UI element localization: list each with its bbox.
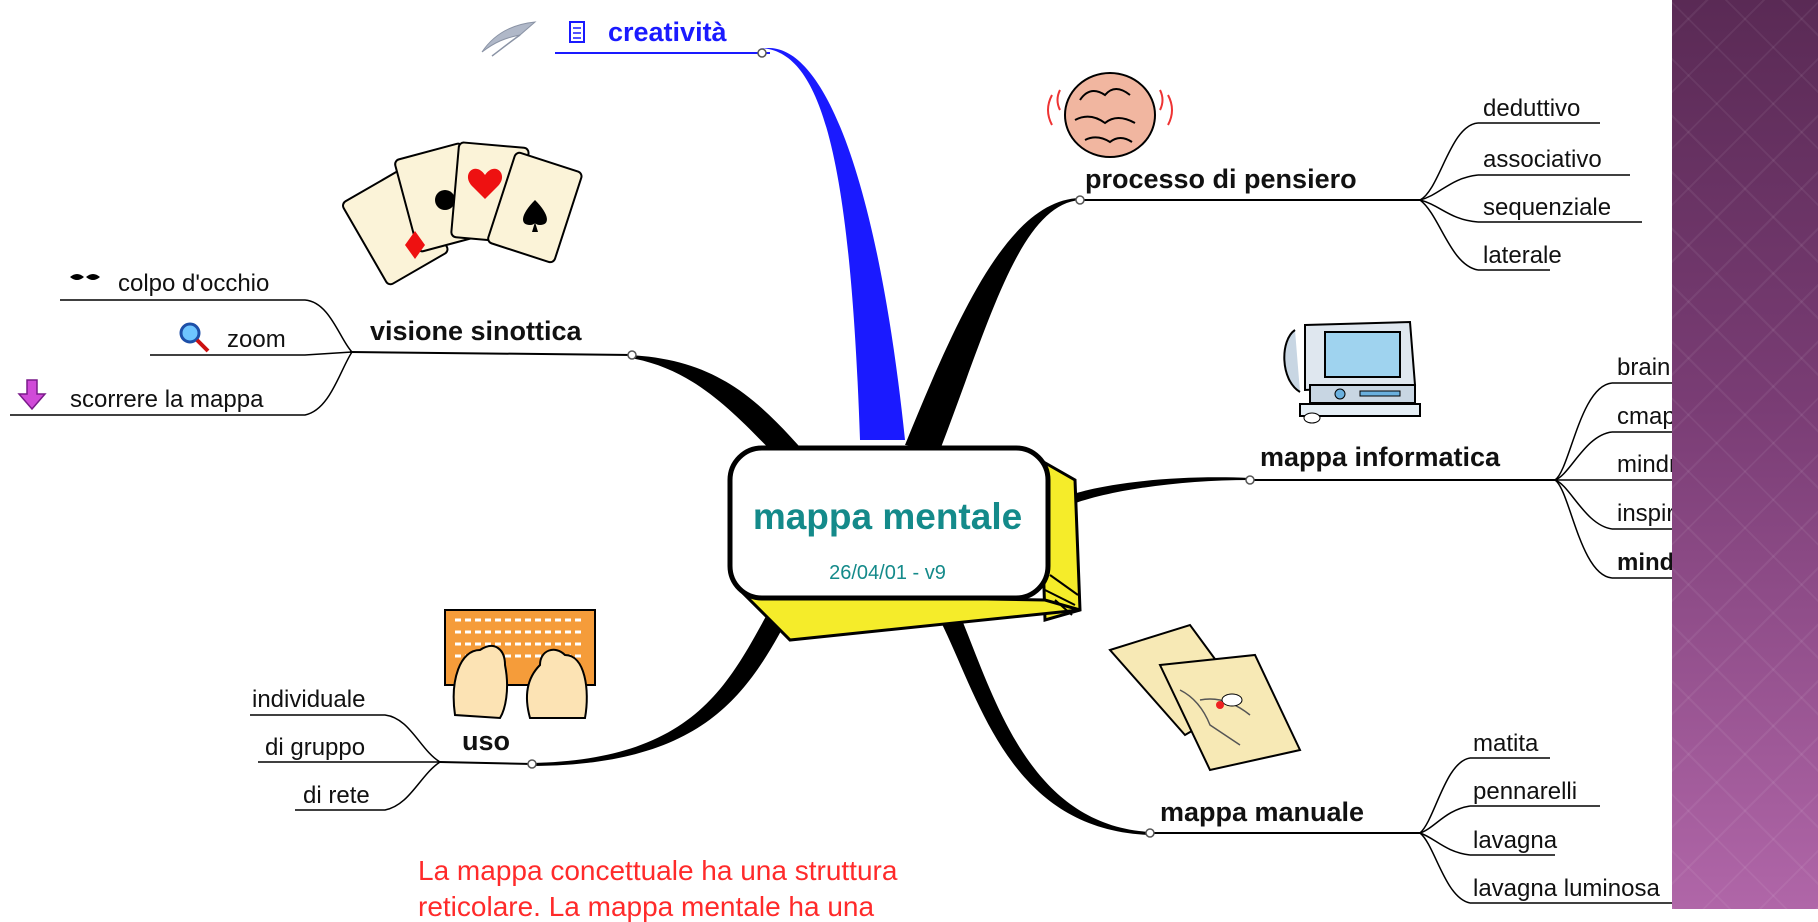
leaf-individuale[interactable]: individuale: [252, 686, 366, 713]
branch-manuale: [940, 615, 1150, 835]
node-creativita[interactable]: creatività: [608, 17, 727, 47]
note-line-1: La mappa concettuale ha una struttura: [418, 855, 898, 886]
branch-informatica: [1070, 477, 1250, 505]
brain-icon: [1047, 72, 1173, 158]
paper-maps-icon: [1108, 623, 1302, 772]
leaf-zoom[interactable]: zoom: [227, 326, 286, 353]
document-icon: [569, 21, 585, 43]
quill-icon: [481, 21, 537, 57]
leaf-di-gruppo[interactable]: di gruppo: [265, 734, 366, 761]
leaf-lavagna[interactable]: lavagna: [1473, 827, 1558, 854]
branch-visione: [630, 355, 820, 470]
leaf-brain[interactable]: brain: [1617, 354, 1671, 381]
leaf-associativo[interactable]: associativo: [1483, 146, 1602, 173]
branch-processo: [905, 198, 1080, 450]
leaf-pennarelli[interactable]: pennarelli: [1473, 778, 1578, 805]
leaf-laterale[interactable]: laterale: [1483, 242, 1562, 269]
node-uso[interactable]: uso: [462, 726, 511, 756]
decorative-side-panel: [1672, 0, 1818, 909]
keyboard-hands-icon: [444, 609, 596, 720]
branch-creativita: [760, 48, 905, 440]
leaf-di-rete[interactable]: di rete: [303, 782, 370, 809]
leaf-lavagna-luminosa[interactable]: lavagna luminosa: [1473, 875, 1660, 902]
leaf-matita[interactable]: matita: [1473, 730, 1539, 757]
leaf-deduttivo[interactable]: deduttivo: [1483, 95, 1581, 122]
central-node-shape: [727, 445, 1082, 642]
node-mappa-manuale[interactable]: mappa manuale: [1160, 797, 1365, 827]
magnifier-icon: [179, 322, 210, 353]
leaf-colpo-occhio[interactable]: colpo d'occhio: [118, 270, 270, 297]
playing-cards-icon: [342, 141, 583, 286]
central-node-title[interactable]: mappa mentale: [752, 496, 1023, 537]
node-visione-sinottica[interactable]: visione sinottica: [370, 316, 582, 346]
leaf-scorrere-mappa[interactable]: scorrere la mappa: [70, 386, 264, 413]
node-mappa-informatica[interactable]: mappa informatica: [1260, 442, 1501, 472]
note-line-2: reticolare. La mappa mentale ha una: [418, 891, 875, 922]
eyes-icon: [70, 274, 100, 280]
leaf-sequenziale[interactable]: sequenziale: [1483, 194, 1612, 221]
arrow-down-icon: [17, 379, 47, 411]
computer-icon: [1283, 320, 1421, 424]
node-processo-pensiero[interactable]: processo di pensiero: [1085, 164, 1357, 194]
central-node-version: 26/04/01 - v9: [829, 562, 946, 584]
